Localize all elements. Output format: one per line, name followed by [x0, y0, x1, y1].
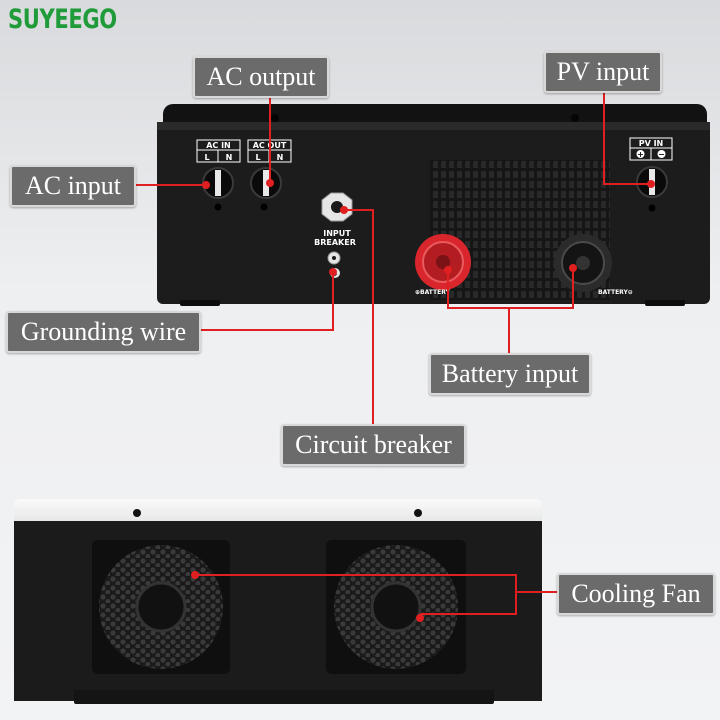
callout-ac-input: AC input: [10, 165, 136, 207]
leader-cooling-fan-a: [195, 574, 517, 615]
battery-positive-terminal: ⊕BATTERY: [415, 234, 471, 296]
callout-grounding-wire: Grounding wire: [6, 311, 201, 353]
pv-plus: +: [637, 150, 644, 159]
ac-in-terminal-label: AC IN L N: [196, 139, 241, 163]
callout-ac-output: AC output: [193, 56, 329, 98]
pv-minus: −: [658, 150, 665, 159]
cooling-fan-left: [92, 540, 230, 674]
leader-lines: [136, 92, 650, 615]
ac-out-n: N: [277, 153, 284, 162]
leader-battery-input-a: [447, 268, 574, 309]
input-breaker: INPUT BREAKER: [314, 192, 356, 247]
leader-dots: [191, 179, 655, 622]
pv-in-title: PV IN: [639, 139, 664, 148]
battery-pos-label: ⊕BATTERY: [415, 289, 450, 296]
leader-pv-input: [603, 92, 650, 185]
brand-logo: SUYEEGO: [8, 4, 117, 35]
ac-in-title: AC IN: [206, 141, 231, 150]
callout-battery-input: Battery input: [429, 353, 591, 395]
battery-neg-label: BATTERY⊖: [598, 289, 633, 296]
pv-in-terminal-label: PV IN + −: [629, 137, 673, 161]
callout-cooling-fan: Cooling Fan: [557, 573, 715, 615]
callout-pv-input: PV input: [544, 51, 662, 93]
leader-circuit-breaker: [344, 209, 374, 427]
input-breaker-line2: BREAKER: [314, 238, 356, 247]
ac-in-n: N: [226, 153, 233, 162]
callout-circuit-breaker: Circuit breaker: [281, 424, 466, 466]
ac-in-l: L: [204, 153, 209, 162]
cooling-fan-right: [326, 540, 466, 674]
ac-out-l: L: [255, 153, 260, 162]
input-breaker-line1: INPUT: [323, 229, 351, 238]
leader-grounding-wire: [200, 271, 334, 331]
